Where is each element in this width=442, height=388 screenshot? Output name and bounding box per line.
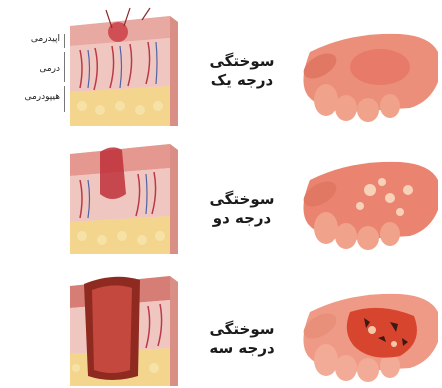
burn-caption-line1: سوختگی — [196, 190, 288, 209]
skin-cross-section-third-degree — [60, 266, 180, 386]
burn-caption-first-degree: سوختگی درجه یک — [196, 52, 288, 90]
burn-caption-line2: درجه دو — [196, 209, 288, 228]
burn-caption-line1: سوختگی — [196, 52, 288, 71]
hand-second-degree — [290, 140, 440, 250]
layer-label-epidermis: اپیدرمی — [31, 34, 60, 44]
burn-row-second-degree: سوختگی درجه دو — [0, 128, 442, 250]
burn-caption-line1: سوختگی — [196, 320, 288, 339]
burn-caption-line2: درجه سه — [196, 339, 288, 358]
hand-third-degree — [290, 272, 440, 382]
burn-caption-line2: درجه یک — [196, 71, 288, 90]
layer-label-hypodermis: هیپودرمی — [24, 92, 60, 102]
layer-label-dermis: درمی — [39, 64, 60, 74]
hand-first-degree — [290, 12, 440, 122]
burn-caption-third-degree: سوختگی درجه سه — [196, 320, 288, 358]
burn-row-first-degree: اپیدرمی درمی هیپودرمی سوختگی درجه یک — [0, 0, 442, 122]
skin-cross-section-second-degree — [60, 134, 180, 254]
skin-cross-section-first-degree — [60, 6, 180, 126]
burn-row-third-degree: سوختگی درجه سه — [0, 260, 442, 382]
burn-caption-second-degree: سوختگی درجه دو — [196, 190, 288, 228]
